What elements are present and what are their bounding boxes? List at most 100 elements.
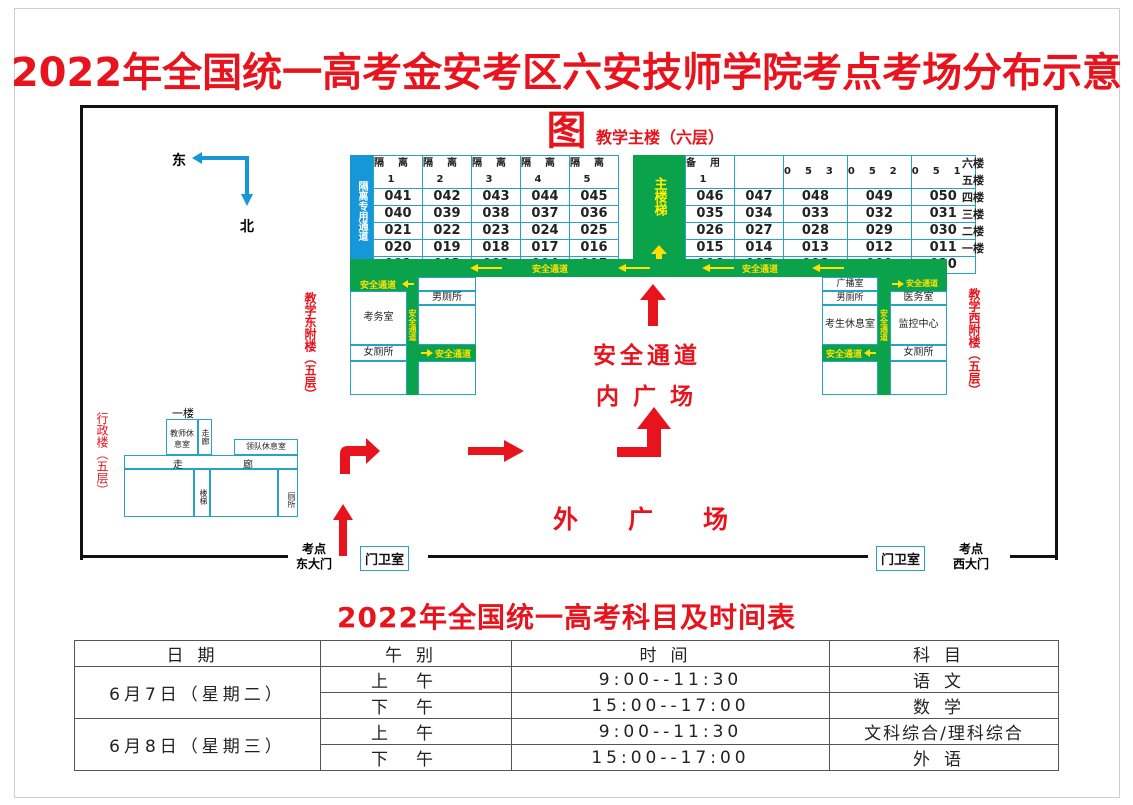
admin-room-right	[210, 469, 278, 517]
right-arrow-icon	[468, 440, 524, 462]
campus-boundary-bottom-right	[1010, 555, 1055, 558]
up-arrow-icon	[333, 504, 353, 556]
east-annex-room	[418, 305, 476, 345]
exam-room-cell: 028	[783, 222, 848, 240]
safe-passage-label: 安全通道	[742, 265, 779, 275]
exam-room-cell: 044	[520, 188, 570, 206]
exam-room-cell: 047	[734, 188, 784, 206]
schedule-header: 科目	[829, 640, 1059, 667]
route-arrow-icon	[617, 407, 671, 457]
exam-room-cell: 035	[685, 205, 735, 223]
exam-room-cell: 023	[471, 222, 521, 240]
safe-passage-label: 安全通道	[360, 281, 397, 291]
schedule-header: 午别	[320, 640, 512, 667]
teacher-rest-room: 教师休息室	[166, 419, 198, 455]
exam-room-cell: 015	[685, 239, 735, 257]
admin-building-label: 行政楼（五层）	[95, 412, 109, 496]
exam-room-cell: 隔离3	[471, 155, 521, 189]
east-annex-label: 教学东附楼（五层）	[303, 292, 317, 400]
right-arrow-icon	[421, 349, 433, 357]
main-stairs-label: 主楼梯	[651, 177, 667, 216]
exam-room-cell: 隔离2	[422, 155, 472, 189]
exam-room-cell: 052	[846, 155, 912, 189]
exam-room-cell: 041	[373, 188, 423, 206]
schedule-time: 15:00--17:00	[511, 744, 830, 771]
east-annex-room	[350, 361, 407, 395]
up-arrow-icon	[640, 284, 666, 326]
exam-room-cell: 032	[846, 205, 912, 223]
east-gate-label: 考点 东大门	[296, 542, 332, 572]
east-annex-top-room	[418, 277, 476, 291]
schedule-period: 下午	[320, 692, 512, 719]
exam-room-cell: 019	[422, 239, 472, 257]
schedule-subject: 语文	[829, 666, 1059, 693]
admin-short-corridor: 走廊	[198, 419, 212, 455]
schedule-period: 下午	[320, 744, 512, 771]
exam-room-cell: 033	[783, 205, 848, 223]
womens-restroom-east: 女厕所	[350, 345, 407, 361]
west-gate-line1: 考点	[959, 542, 984, 556]
east-annex-lower-corridor: 安全通道	[418, 345, 476, 361]
inner-square-safe-label: 安全通道	[593, 343, 701, 369]
exam-room-cell: 034	[734, 205, 784, 223]
exam-room-cell: 053	[783, 155, 848, 189]
exam-room-cell: 045	[569, 188, 619, 206]
west-annex-room	[890, 361, 947, 395]
exam-room-cell: 050	[910, 188, 976, 206]
isolation-corridor-label: 隔离专用通道	[356, 181, 367, 241]
exam-room-cell: 048	[783, 188, 848, 206]
safe-passage-label: 安全通道	[532, 265, 569, 275]
exam-room-cell: 037	[520, 205, 570, 223]
schedule-time: 9:00--11:30	[511, 718, 830, 745]
main-safe-corridor: 安全通道 安全通道	[350, 259, 947, 277]
exam-room-cell	[734, 155, 784, 189]
safe-passage-label: 安全通道	[879, 309, 889, 341]
schedule-time: 9:00--11:30	[511, 666, 830, 693]
floor-label: 一楼	[962, 242, 984, 255]
east-annex-room	[418, 361, 476, 395]
exam-room-cell: 021	[373, 222, 423, 240]
schedule-date: 6月8日（星期三）	[74, 718, 321, 771]
exam-room-cell: 039	[422, 205, 472, 223]
exam-room-cell: 040	[373, 205, 423, 223]
exam-room-cell: 038	[471, 205, 521, 223]
left-arrow-icon	[618, 264, 650, 272]
admin-building: 一楼 教师休息室 走廊 领队休息室 走 廊 楼梯 厕所	[122, 405, 302, 517]
exam-room-cell: 043	[471, 188, 521, 206]
womens-restroom-west: 女厕所	[890, 345, 947, 361]
compass-arrows-icon	[192, 152, 253, 206]
exam-room-cell: 013	[783, 239, 848, 257]
floor-label: 五楼	[962, 174, 984, 187]
floor-labels: 六楼 五楼 四楼 三楼 二楼 一楼	[962, 155, 1002, 257]
page-border	[14, 8, 1120, 798]
isolation-corridor: 隔离专用通道	[350, 155, 373, 261]
exam-office: 考务室	[350, 291, 407, 345]
exam-room-cell: 备用1	[685, 155, 735, 189]
exam-room-cell: 022	[422, 222, 472, 240]
exam-room-cell: 024	[520, 222, 570, 240]
compass: 东 北	[168, 148, 268, 238]
exam-room-cell: 027	[734, 222, 784, 240]
west-gate-label: 考点 西大门	[953, 542, 989, 572]
schedule-period: 上午	[320, 718, 512, 745]
schedule-time: 15:00--17:00	[511, 692, 830, 719]
compass-north-label: 北	[240, 219, 254, 235]
safe-passage-label: 安全通道	[435, 350, 472, 360]
student-rest-room: 考生休息室	[822, 305, 878, 345]
left-arrow-icon	[812, 264, 844, 272]
compass-east-label: 东	[172, 153, 186, 169]
west-annex-vertical-corridor: 安全通道	[878, 291, 890, 395]
corridor-char: 廊	[243, 460, 253, 471]
east-annex-vertical-corridor: 安全通道	[407, 291, 418, 395]
west-annex-top-corridor: 安全通道	[878, 277, 947, 291]
route-arrow-icon	[340, 438, 380, 474]
mens-restroom-west: 男厕所	[822, 291, 878, 305]
exam-room-cell: 049	[846, 188, 912, 206]
monitor-center: 监控中心	[890, 305, 947, 345]
exam-room-cell: 026	[685, 222, 735, 240]
floor-label: 三楼	[962, 208, 984, 221]
schedule-date: 6月7日（星期二）	[74, 666, 321, 719]
exam-room-cell: 017	[520, 239, 570, 257]
west-annex: 广播室 安全通道 男厕所 医务室 考生休息室 安全通道 监控中心 安全通道 女厕…	[822, 277, 947, 395]
